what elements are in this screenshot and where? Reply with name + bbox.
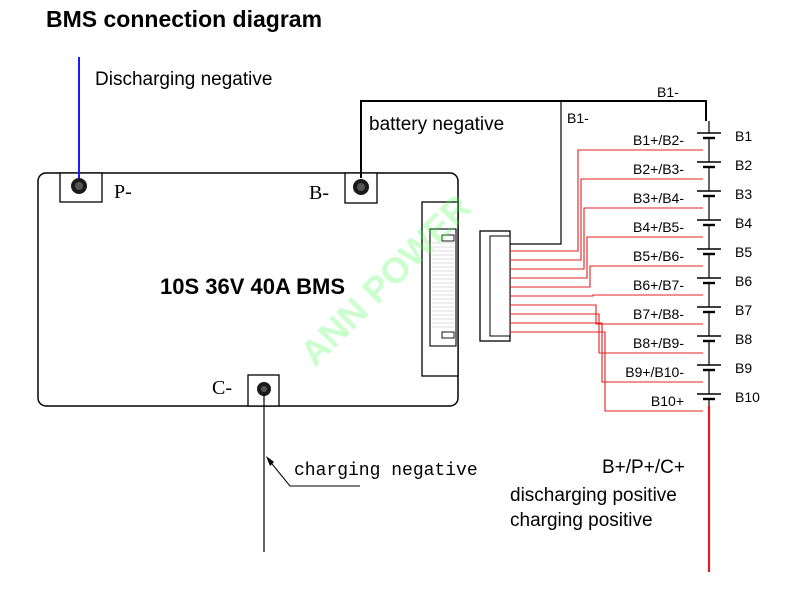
balance-wire (510, 236, 703, 279)
balance-wire (510, 178, 703, 261)
balance-wire (510, 331, 703, 412)
balance-wire-label: B7+/B8- (633, 306, 684, 322)
balance-wire (510, 294, 703, 297)
b-minus-label: B- (309, 182, 329, 204)
balance-wire-label: B3+/B4- (633, 190, 684, 206)
cell-label: B10 (735, 389, 760, 405)
balance-wire (510, 149, 703, 252)
cell-label: B4 (735, 215, 752, 231)
cell-label: B9 (735, 360, 752, 376)
battery-cell (697, 277, 721, 295)
diagram-title: BMS connection diagram (46, 6, 322, 32)
balance-wire (510, 313, 703, 354)
battery-cell (697, 248, 721, 266)
balance-wire-label: B10+ (651, 393, 684, 409)
c-minus-label: C- (212, 377, 232, 399)
cell-label: B3 (735, 186, 752, 202)
cell-label: B6 (735, 273, 752, 289)
bms-model-label: 10S 36V 40A BMS (160, 274, 345, 299)
cell-label: B5 (735, 244, 752, 260)
cell-label: B2 (735, 157, 752, 173)
battery-negative-wire (360, 100, 707, 178)
battery-cell (697, 132, 721, 150)
battery-cell (697, 190, 721, 208)
battery-negative-label: battery negative (369, 114, 504, 135)
balance-wire (510, 207, 703, 270)
balance-wire (510, 265, 703, 288)
battery-cell (697, 161, 721, 179)
battery-cell (697, 335, 721, 353)
balance-wire-label: B4+/B5- (633, 219, 684, 235)
positive-terminal-label: B+/P+/C+ (602, 457, 685, 478)
b1-minus-sense-wire (510, 101, 562, 245)
battery-cell (697, 219, 721, 237)
charging-positive-label: charging positive (510, 510, 653, 531)
charging-negative-arrow (266, 456, 274, 466)
connector-pins (432, 242, 454, 328)
balance-wire-label: B5+/B6- (633, 248, 684, 264)
balance-wire-label: B8+/B9- (633, 335, 684, 351)
balance-wires: B1+/B2- B2+/B3- B3+/B4- B4+/B5- B5+/B6- B6+/B… (510, 132, 703, 412)
cell-label: B8 (735, 331, 752, 347)
battery-cell (697, 306, 721, 324)
charging-negative-leader (267, 458, 360, 487)
balance-wire (510, 322, 703, 383)
p-minus-label: P- (114, 181, 132, 203)
balance-wire-label: B1+/B2- (633, 132, 684, 148)
cell-label: B7 (735, 302, 752, 318)
balance-wire-label: B6+/B7- (633, 277, 684, 293)
b1-minus-side-label: B1- (567, 110, 589, 126)
balance-wire-label: B9+/B10- (625, 364, 684, 380)
b1-minus-top-label: B1- (657, 84, 679, 100)
discharging-positive-label: discharging positive (510, 485, 677, 506)
battery-cell (697, 364, 721, 382)
balance-wire-label: B2+/B3- (633, 161, 684, 177)
charging-negative-label: charging negative (294, 461, 478, 481)
cell-label: B1 (735, 128, 752, 144)
discharging-negative-label: Discharging negative (95, 69, 272, 90)
